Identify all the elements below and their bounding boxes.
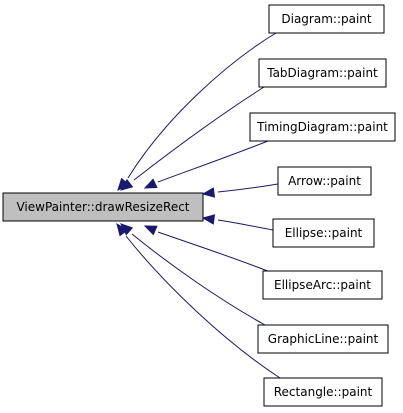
caller-node-ellipse-paint[interactable]: Ellipse::paint	[272, 218, 375, 248]
call-edge	[157, 140, 269, 183]
caller-node-box	[277, 166, 372, 196]
arrowhead-icon	[143, 178, 158, 189]
caller-node-box	[268, 4, 385, 34]
arrowhead-icon	[143, 225, 158, 236]
caller-node-label: GraphicLine::paint	[268, 332, 379, 346]
focus-node-label: ViewPainter::drawResizeRect	[16, 200, 189, 214]
caller-node-label: TimingDiagram::paint	[256, 120, 388, 134]
caller-node-label: Rectangle::paint	[274, 385, 373, 399]
caller-node-tabdiagram-paint[interactable]: TabDiagram::paint	[258, 58, 387, 88]
caller-node-timingdiagram-paint[interactable]: TimingDiagram::paint	[249, 112, 396, 142]
caller-node-label: TabDiagram::paint	[266, 66, 378, 80]
caller-node-box	[249, 112, 396, 142]
arrowhead-icon	[119, 178, 134, 191]
arrowhead-icon	[116, 222, 129, 237]
call-edge	[133, 86, 265, 181]
arrowhead-icon	[201, 187, 216, 198]
caller-node-graphicline-paint[interactable]: GraphicLine::paint	[257, 324, 389, 354]
caller-node-box	[263, 377, 383, 407]
caller-node-box	[257, 324, 389, 354]
call-edge	[157, 231, 271, 273]
caller-node-box	[262, 270, 383, 300]
caller-node-arrow-paint[interactable]: Arrow::paint	[277, 166, 372, 196]
call-edge	[131, 233, 266, 326]
caller-node-rectangle-paint[interactable]: Rectangle::paint	[263, 377, 383, 407]
caller-node-diagram-paint[interactable]: Diagram::paint	[268, 4, 385, 34]
arrowhead-icon	[201, 214, 216, 225]
caller-node-box	[258, 58, 387, 88]
caller-node-box	[272, 218, 375, 248]
call-edge	[127, 32, 277, 179]
caller-node-label: EllipseArc::paint	[274, 278, 371, 292]
caller-node-label: Diagram::paint	[281, 12, 372, 26]
call-edges	[116, 32, 281, 379]
call-edge	[217, 219, 274, 231]
focus-node-box	[2, 192, 204, 222]
focus-node[interactable]: ViewPainter::drawResizeRect	[2, 192, 204, 222]
caller-node-label: Ellipse::paint	[285, 226, 363, 240]
call-edge	[217, 183, 279, 193]
caller-node-label: Arrow::paint	[288, 174, 361, 188]
caller-node-ellipsearc-paint[interactable]: EllipseArc::paint	[262, 270, 383, 300]
call-edge	[125, 235, 281, 379]
